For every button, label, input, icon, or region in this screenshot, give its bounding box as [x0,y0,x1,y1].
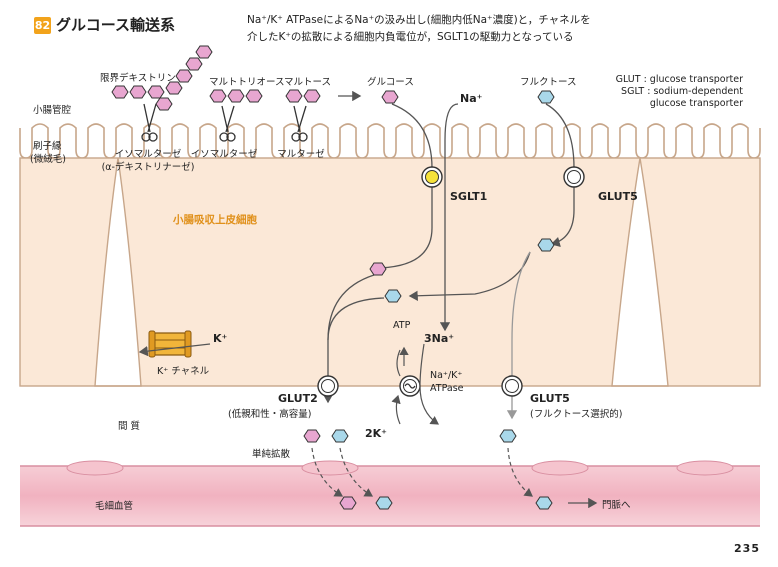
label-fructose: フルクトース [520,77,577,88]
description-line-2: 介したK⁺の拡散による細胞内負電位が，SGLT1の駆動力となっている [247,31,574,43]
label-pump-line1: Na⁺/K⁺ [430,370,463,381]
label-isomaltase-1-sub: (α-デキストリナーゼ) [101,162,195,173]
label-pump-line2: ATPase [430,383,464,394]
capillary-band [20,460,760,527]
label-portal-vein: 門脈へ [602,500,631,511]
fructose-molecule [384,289,402,303]
fructose-molecule [537,90,555,104]
region-brush-border: 刷子縁 [33,141,62,152]
section-badge: 82 [34,17,51,34]
region-epithelial-cell: 小腸吸収上皮細胞 [173,214,257,226]
region-brush-border-sub: (微絨毛) [30,154,66,165]
description-line-1: Na⁺/K⁺ ATPaseによるNa⁺の汲み出し(細胞内低Na⁺濃度)と，チャネ… [247,14,591,26]
limit-dextrin-chain [111,45,213,111]
scissors-icon [219,105,236,142]
label-glut2-sub: (低親和性・高容量) [228,409,312,420]
label-isomaltase-1: イソマルターゼ [114,149,182,160]
label-simple-diffusion: 単純拡散 [252,449,291,460]
label-maltose: マルトース [284,77,332,88]
label-atp: ATP [393,320,411,331]
glucose-molecule [369,262,387,276]
label-glut5-basolateral-sub: (フルクトース選択的) [530,409,623,420]
legend-glut: GLUT : glucose transporter [615,74,743,85]
fructose-molecule [331,429,349,443]
fructose-molecule [537,238,555,252]
region-interstitium: 間 質 [118,421,141,432]
region-lumen: 小腸管腔 [33,105,72,116]
scissors-icon [141,103,158,142]
label-glut2: GLUT2 [278,392,318,405]
fructose-molecule [499,429,517,443]
maltotriose-chain [209,89,263,103]
label-glut5-basolateral: GLUT5 [530,392,570,405]
label-maltotriose: マルトトリオース [209,77,285,88]
label-two-k: 2K⁺ [365,427,387,440]
label-maltase: マルターゼ [277,149,325,160]
label-three-na: 3Na⁺ [424,332,455,345]
legend-sglt-cont: glucose transporter [649,98,743,109]
maltose-chain [285,89,321,103]
fructose-molecule [375,496,393,510]
label-isomaltase-2: イソマルターゼ [190,149,258,160]
label-na-lumen: Na⁺ [460,92,483,105]
glucose-molecule [303,429,321,443]
k-channel-icon [148,330,192,358]
label-limit-dextrin: 限界デキストリン [100,73,176,84]
legend-sglt: SGLT : sodium-dependent [621,86,743,97]
label-glut5-apical: GLUT5 [598,190,638,203]
label-sglt1: SGLT1 [450,190,488,203]
page-title: グルコース輸送系 [56,16,175,34]
fructose-molecule [535,496,553,510]
page-number: 235 [734,542,760,555]
label-glucose: グルコース [367,77,414,88]
label-k-channel: K⁺ チャネル [157,366,210,377]
label-k-plus: K⁺ [213,332,228,345]
region-capillary: 毛細血管 [95,501,134,512]
scissors-icon [291,105,308,142]
glucose-molecule [381,90,399,104]
glucose-molecule [339,496,357,510]
